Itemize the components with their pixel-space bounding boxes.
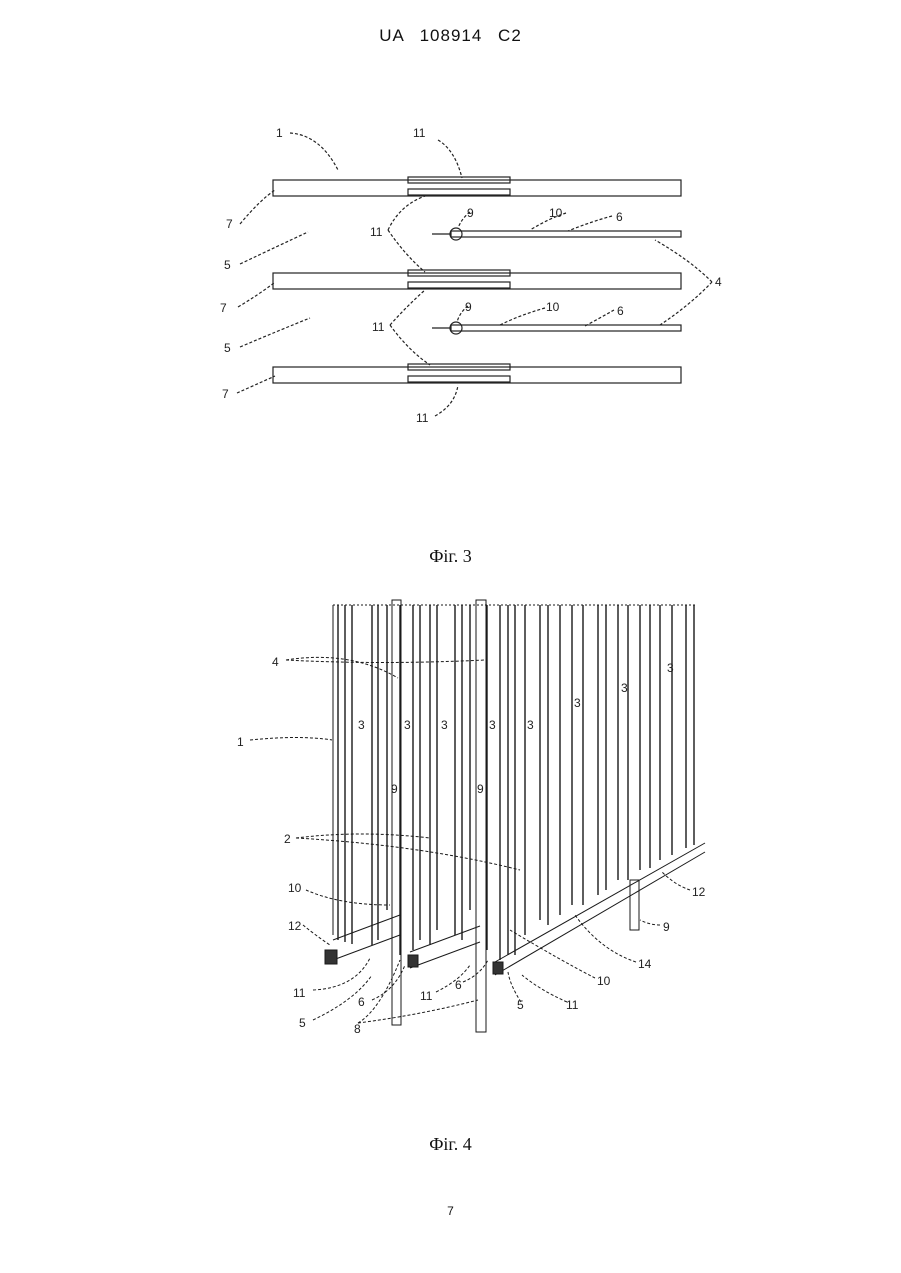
fig3-label-11-b: 11 [372,320,385,334]
fig4-label-12-b: 12 [692,885,706,899]
page-number: 7 [0,1204,901,1218]
fig4-label-6-a: 6 [358,995,365,1009]
panel-bottom [273,367,681,383]
fig4-label-11-b: 11 [420,989,433,1003]
fig3-label-11-bottom: 11 [416,411,429,425]
fig4-mark-3-g: 3 [621,681,628,695]
figure-4-panel-marks: 3 3 3 3 3 3 3 3 9 9 [358,661,674,796]
fig3-label-4: 4 [715,275,722,289]
fig4-label-8: 8 [354,1022,361,1036]
fig4-mark-3-a: 3 [358,718,365,732]
fig3-label-9-b: 9 [465,300,472,314]
fig4-mark-3-f: 3 [574,696,581,710]
fig4-mark-9-b: 9 [477,782,484,796]
fig3-label-5-a: 5 [224,258,231,272]
fig4-mark-3-h: 3 [667,661,674,675]
figure-3-caption: Фіг. 3 [0,546,901,567]
fig4-mark-3-b: 3 [404,718,411,732]
fig4-label-5-a: 5 [299,1016,306,1030]
fig4-label-10-a: 10 [288,881,302,895]
fig3-label-11-a: 11 [370,225,383,239]
fig4-label-5-b: 5 [517,998,524,1012]
fig3-label-7-c: 7 [222,387,229,401]
fig3-label-11-top: 11 [413,126,426,140]
fig4-label-11-c: 11 [566,998,579,1012]
panel-top [273,180,681,196]
fig3-label-7-a: 7 [226,217,233,231]
fig4-label-14: 14 [638,957,652,971]
fig3-label-6-b: 6 [617,304,624,318]
fig4-mark-3-c: 3 [441,718,448,732]
fig3-label-10-b: 10 [546,300,560,314]
fig4-mark-3-d: 3 [489,718,496,732]
fig4-label-1: 1 [237,735,244,749]
figure-4-caption: Фіг. 4 [0,1134,901,1155]
fig3-label-10-a: 10 [549,206,563,220]
fig4-label-12-a: 12 [288,919,302,933]
fig4-label-11-a: 11 [293,986,306,1000]
fig3-label-7-b: 7 [220,301,227,315]
fig3-label-1: 1 [276,126,283,140]
panel-middle [273,273,681,289]
fig4-label-6-b: 6 [455,978,462,992]
fig4-mark-9-a: 9 [391,782,398,796]
fig4-label-2: 2 [284,832,291,846]
fig4-mark-3-e: 3 [527,718,534,732]
fig3-label-6-a: 6 [616,210,623,224]
figure-4-drawing [250,600,705,1032]
fig4-label-9: 9 [663,920,670,934]
fig4-label-10-b: 10 [597,974,611,988]
figure-4-labels: 4 1 2 10 12 11 5 8 6 11 6 5 11 10 14 9 1… [237,655,706,1036]
fig4-label-4: 4 [272,655,279,669]
fig3-label-5-b: 5 [224,341,231,355]
fig3-label-9-a: 9 [467,206,474,220]
